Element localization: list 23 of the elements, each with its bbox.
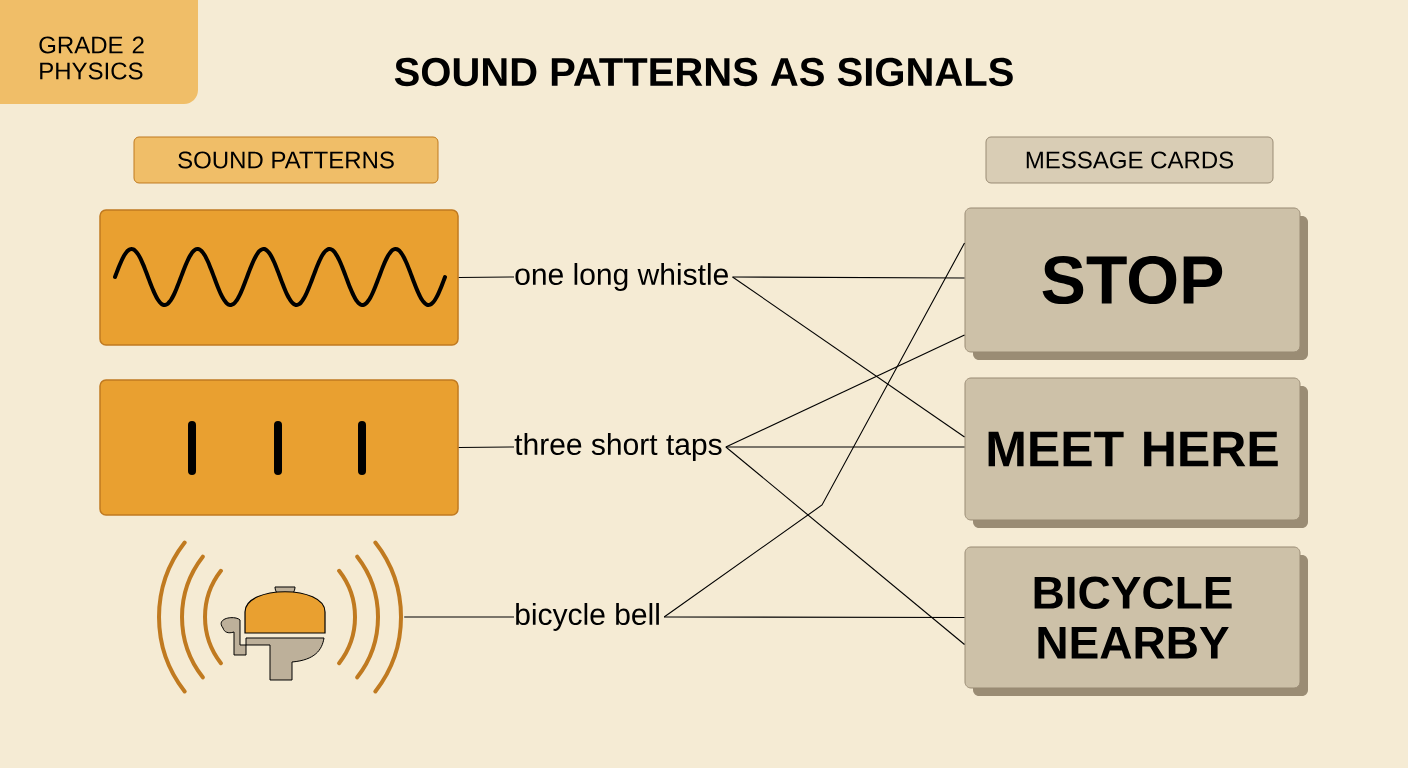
title: SOUND PATTERNS AS SIGNALS xyxy=(394,57,1013,87)
connector-line xyxy=(458,276,515,279)
pattern-label: three short taps xyxy=(514,433,722,461)
wave-box xyxy=(99,209,459,346)
pattern-label: one long whistle xyxy=(515,263,728,291)
header-badge: SOUND PATTERNS xyxy=(133,136,439,184)
connector-line xyxy=(403,616,515,618)
connector-line xyxy=(732,276,966,438)
message-card: BICYCLE NEARBY xyxy=(964,546,1308,696)
connector-line xyxy=(663,616,966,619)
connector-line xyxy=(458,446,515,449)
connector-line xyxy=(663,242,966,618)
message-card: STOP xyxy=(964,207,1308,360)
grade-tag: GRADE 2 PHYSICS xyxy=(0,0,198,104)
taps-box xyxy=(99,379,459,516)
connector-line xyxy=(725,446,966,646)
connector-line xyxy=(725,334,966,448)
message-card: MEET HERE xyxy=(964,377,1308,528)
connector-line xyxy=(732,276,966,279)
pattern-label: bicycle bell xyxy=(516,603,659,631)
connector-line xyxy=(725,446,966,448)
bell-drawing xyxy=(157,540,403,694)
header-badge: MESSAGE CARDS xyxy=(985,136,1274,184)
